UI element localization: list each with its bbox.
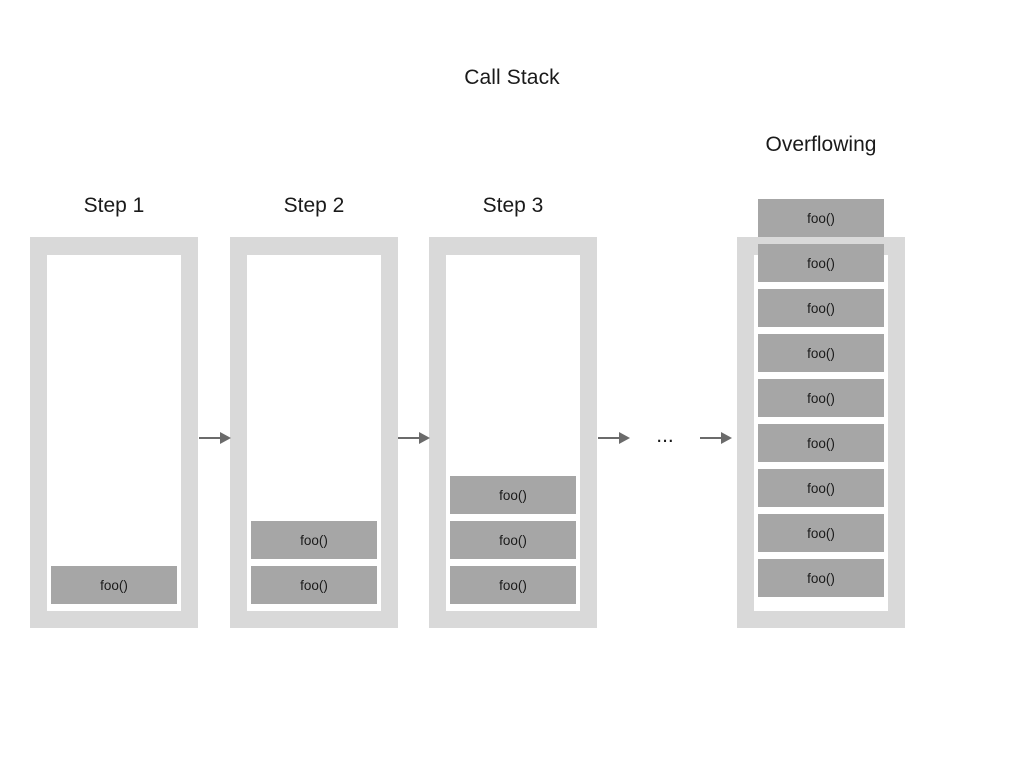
- overflowing-label: Overflowing: [765, 133, 877, 156]
- stack-frame: foo(): [758, 379, 884, 417]
- overflowing-frame-list: foo() foo() foo() foo() foo() foo() foo(…: [758, 199, 884, 597]
- call-stack-step-1: foo(): [30, 237, 198, 628]
- call-stack-step-2-inner: foo() foo(): [247, 255, 381, 611]
- stack-frame: foo(): [758, 244, 884, 282]
- page-title: Call Stack: [464, 66, 560, 89]
- stack-frame: foo(): [758, 559, 884, 597]
- arrow-head: [721, 432, 732, 444]
- stack-frame: foo(): [758, 514, 884, 552]
- arrow-shaft: [700, 437, 723, 439]
- arrow-head: [619, 432, 630, 444]
- arrow-head: [419, 432, 430, 444]
- stack-frame: foo(): [758, 289, 884, 327]
- step-label-1: Step 1: [83, 194, 145, 217]
- arrow-step2-to-step3-icon: [398, 431, 430, 447]
- arrow-ellipsis-to-overflowing-icon: [700, 431, 732, 447]
- call-stack-step-3-inner: foo() foo() foo(): [446, 255, 580, 611]
- stack-frame: foo(): [758, 424, 884, 462]
- stack-frame: foo(): [450, 521, 576, 559]
- call-stack-step-1-inner: foo(): [47, 255, 181, 611]
- ellipsis-label: ...: [656, 424, 674, 447]
- arrow-step1-to-step2-icon: [199, 431, 231, 447]
- call-stack-step-2: foo() foo(): [230, 237, 398, 628]
- stack-frame: foo(): [251, 521, 377, 559]
- stack-frame: foo(): [758, 199, 884, 237]
- step-label-3: Step 3: [482, 194, 544, 217]
- arrow-shaft: [199, 437, 222, 439]
- arrow-shaft: [598, 437, 621, 439]
- stack-frame: foo(): [450, 566, 576, 604]
- call-stack-step-3: foo() foo() foo(): [429, 237, 597, 628]
- stack-frame: foo(): [51, 566, 177, 604]
- stack-frame: foo(): [758, 334, 884, 372]
- arrow-step3-to-ellipsis-icon: [598, 431, 630, 447]
- step-label-2: Step 2: [283, 194, 345, 217]
- stack-frame: foo(): [251, 566, 377, 604]
- arrow-shaft: [398, 437, 421, 439]
- stack-frame: foo(): [450, 476, 576, 514]
- arrow-head: [220, 432, 231, 444]
- stack-frame: foo(): [758, 469, 884, 507]
